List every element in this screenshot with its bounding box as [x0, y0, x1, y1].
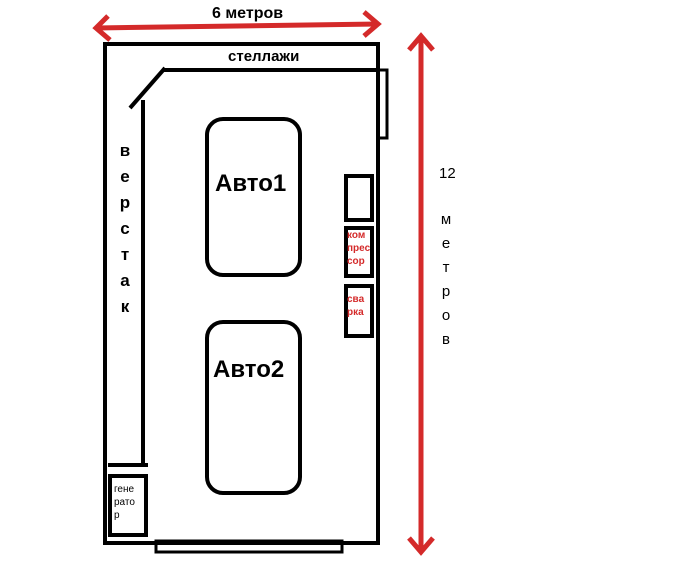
car2-shape	[205, 320, 302, 495]
length-word-letter: е	[441, 235, 451, 252]
workbench-letter: а	[120, 271, 130, 290]
empty-equipment-box	[344, 174, 374, 222]
shelves-diagonal	[128, 66, 167, 110]
length-word-letter: в	[442, 331, 450, 348]
width-label: 6 метров	[212, 5, 284, 22]
length-word-letter: о	[441, 307, 451, 324]
bottom-gate	[154, 539, 344, 554]
length-word-letter: м	[440, 211, 452, 228]
welding-line: рка	[347, 307, 364, 318]
workbench-letter: в	[119, 141, 131, 160]
car2-label: Авто2	[213, 356, 285, 383]
welding-label: сва рка	[347, 293, 373, 319]
generator-line: р	[114, 510, 120, 521]
length-arrow-top-head	[407, 32, 435, 52]
compressor-box	[344, 226, 374, 278]
compressor-line: ком	[347, 230, 366, 241]
compressor-line: прес	[347, 243, 371, 254]
workbench-letter: е	[120, 167, 130, 186]
workbench-letter: с	[120, 219, 130, 238]
shelves-label: стеллажи	[228, 48, 300, 65]
workbench-letter: т	[120, 245, 130, 264]
width-arrow	[95, 21, 379, 31]
compressor-label: ком прес сор	[347, 229, 373, 268]
car1-shape	[205, 117, 302, 277]
workbench-letter: р	[119, 193, 131, 212]
side-door	[376, 68, 389, 140]
workbench-letter: к	[120, 297, 130, 316]
compressor-line: сор	[347, 256, 365, 267]
car1-label: Авто1	[215, 170, 287, 197]
generator-box	[108, 474, 148, 537]
length-arrow-bottom-head	[407, 536, 435, 556]
welding-box	[344, 284, 374, 338]
welding-line: сва	[347, 294, 365, 305]
length-word-letter: р	[441, 283, 451, 300]
length-number-label: 12	[439, 165, 456, 182]
length-word-letter: т	[442, 259, 450, 276]
generator-line: рато	[114, 497, 135, 508]
generator-line: гене	[114, 484, 135, 495]
garage-outline	[103, 42, 380, 545]
width-arrow-right-head	[362, 10, 382, 38]
generator-label: гене рато р	[114, 483, 144, 522]
width-arrow-left-head	[92, 14, 112, 42]
